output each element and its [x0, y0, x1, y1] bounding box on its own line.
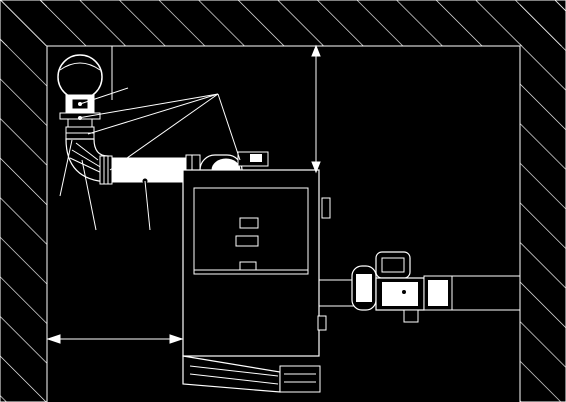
boiler-body [182, 169, 331, 393]
leader-lines [59, 87, 241, 231]
burner-unit [351, 251, 521, 323]
chimney-flue [57, 54, 103, 140]
dimension-arrows [46, 44, 321, 348]
